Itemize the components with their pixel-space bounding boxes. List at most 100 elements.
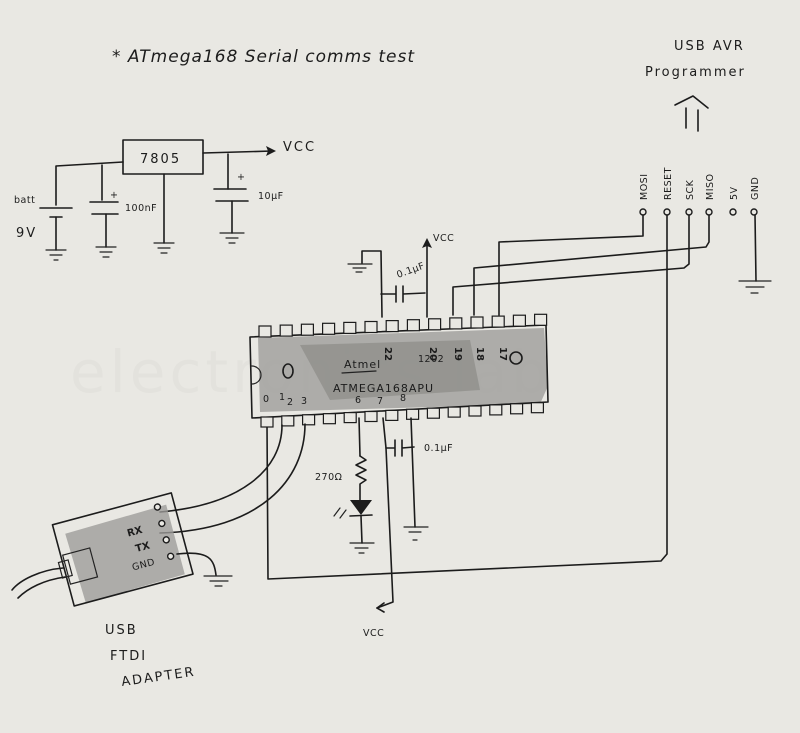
page-title: * ATmega168 Serial comms test (112, 47, 415, 67)
chip-pin-bottom (343, 412, 357, 424)
battery-symbol (39, 207, 73, 261)
regulator-label: 7805 (140, 152, 181, 167)
resistor-symbol (355, 455, 367, 501)
chip-pin-bottom (426, 407, 440, 419)
chip-bottom-pin-label: 3 (301, 396, 308, 407)
led-light-icon (333, 507, 347, 519)
chip-pin-top (428, 318, 442, 331)
wire-sck-pin19 (452, 214, 690, 316)
chip-pin-top (364, 320, 378, 334)
power-supply: 7805 batt 9V + 100nF (14, 139, 316, 261)
chip-top-pin-label: 17 (497, 347, 508, 361)
ftdi-gnd-wire (176, 552, 217, 576)
ftdi-label-usb: USB (105, 623, 138, 638)
wire-miso-pin18 (473, 214, 710, 316)
chip-dot-left (282, 363, 294, 379)
programmer-ground (738, 214, 772, 294)
programmer: USB AVR Programmer MOSI RESET SCK MISO 5V GND (639, 39, 772, 294)
chip-pin-bottom (510, 403, 524, 415)
ftdi-pin-rx (158, 519, 166, 528)
vcc-arrow-icon (422, 238, 432, 248)
programmer-pin-reset (663, 208, 671, 216)
programmer-pin-label: RESET (663, 167, 674, 200)
vcc-output-label: VCC (283, 140, 316, 155)
top-decoupling-cap (380, 285, 426, 303)
programmer-pin-label: SCK (685, 179, 696, 200)
chip-bottom-pin-label: 2 (287, 397, 294, 408)
ftdi-label-adapter: ADAPTER (120, 665, 196, 690)
regulator-ground (153, 173, 175, 254)
output-cap-label: 10µF (258, 191, 284, 202)
vcc-output-wire (202, 150, 273, 154)
chip-pin-bottom (281, 415, 295, 427)
up-arrow-icon (674, 95, 709, 132)
led-symbol (350, 500, 372, 515)
chip-pin-bottom (385, 409, 399, 421)
wire-reset-pin1 (266, 214, 668, 580)
chip-pin-bottom (302, 414, 316, 426)
output-capacitor-symbol (213, 153, 249, 244)
input-cap-label: 100nF (125, 203, 157, 214)
programmer-pin-label: MOSI (639, 173, 650, 200)
chip-bottom-pin-label: 8 (400, 393, 407, 404)
chip-brand: Atmel (344, 358, 381, 371)
ftdi-tx-label: TX (134, 540, 151, 554)
chip-pin-top (385, 320, 399, 333)
bottom-decoupling-cap (382, 417, 415, 457)
chip-pin-bottom (364, 410, 378, 423)
chip-pin-top (258, 325, 272, 338)
chip-pin-bottom (489, 404, 503, 416)
chip-pin-bottom (530, 402, 545, 414)
vcc-arrow-icon (266, 146, 276, 156)
output-cap-polarity: + (237, 172, 245, 183)
chip-pin-top (449, 317, 463, 330)
chip-date-code: 1202 (418, 354, 444, 365)
programmer-pin-gnd (750, 208, 758, 216)
chip-pin-top (470, 316, 484, 329)
chip-part-number: ATMEGA168APU (333, 382, 434, 395)
wire-mosi-pin17 (498, 214, 644, 316)
chip-pin-bottom (322, 413, 336, 425)
programmer-pin-miso (705, 208, 713, 216)
chip-pin-top (279, 324, 293, 337)
input-cap-polarity: + (110, 190, 118, 201)
programmer-pin-mosi (639, 208, 647, 216)
bottom-vcc-label: VCC (363, 628, 384, 639)
programmer-pin-sck (685, 208, 693, 216)
top-decoupling: VCC 0.1µF (347, 233, 454, 318)
wire-pin3-tx (159, 423, 306, 534)
programmer-pin-5v (729, 208, 737, 216)
chip-pin-top (406, 319, 420, 332)
ftdi-rx-label: RX (126, 525, 144, 540)
chip-pin-bottom (406, 408, 420, 420)
chip-pin-top (300, 323, 314, 336)
chip-pin-top (343, 321, 357, 334)
chip-pin-top (533, 313, 548, 326)
chip-body (249, 324, 549, 419)
input-rail-wire (55, 161, 124, 206)
chip-pin-bottom (260, 416, 274, 428)
top-cap-label: 0.1µF (395, 261, 426, 281)
pin22-gnd-wire (361, 250, 383, 318)
input-capacitor-symbol (89, 201, 119, 258)
programmer-pin-label: 5V (729, 186, 740, 200)
vcc-arrow-icon (376, 602, 385, 613)
led-circuit: 270Ω (315, 417, 375, 554)
chip-dot-right (509, 351, 523, 365)
chip-notch (251, 365, 262, 385)
chip-bottom-pin-label: 1 (279, 392, 286, 403)
chip-top-pin-label: 20 (427, 347, 438, 361)
ftdi-board (51, 492, 194, 607)
programmer-pin-label: MISO (705, 173, 716, 200)
ftdi-adapter: RX TX GND (51, 492, 194, 607)
usb-cable (11, 567, 64, 591)
programmer-title: USB AVR (674, 39, 745, 54)
chip-bottom-pin-label: 7 (377, 396, 384, 407)
programmer-subtitle: Programmer (645, 65, 746, 80)
programmer-pin-label: GND (750, 177, 761, 200)
pin7-vcc-wire (376, 447, 394, 609)
ftdi-pin-gnd (166, 552, 175, 560)
usb-cable (17, 576, 66, 599)
